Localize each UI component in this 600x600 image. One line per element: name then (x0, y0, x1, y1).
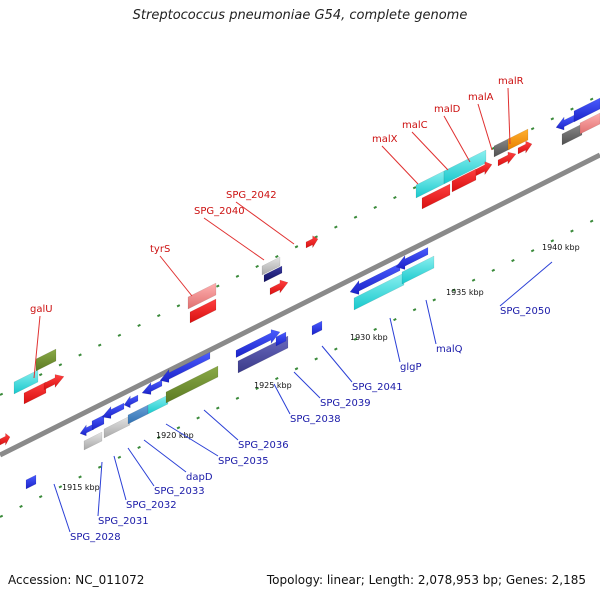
gene-galu-partner[interactable] (35, 348, 57, 372)
gene-spg2050-upper-2[interactable] (573, 97, 600, 123)
leader-line (273, 383, 291, 415)
gene-label[interactable]: malX (372, 134, 398, 145)
tick-label: 1930 kbp (350, 333, 388, 342)
genome-backbone (0, 152, 600, 458)
gene-mala-cds[interactable] (493, 137, 511, 158)
gene-label[interactable]: glgP (400, 362, 422, 373)
gene-label[interactable]: SPG_2028 (70, 532, 121, 543)
gene-label[interactable]: dapD (186, 472, 213, 483)
gene-malr-rna[interactable] (517, 140, 533, 155)
tick-label: 1935 kbp (446, 288, 484, 297)
map-title: Streptococcus pneumoniae G54, complete g… (132, 8, 468, 23)
gene-label[interactable]: SPG_2040 (194, 206, 245, 217)
leader-line (477, 103, 493, 151)
gene-spg2041-marker[interactable] (311, 320, 323, 336)
leader-line (203, 409, 239, 441)
gene-label[interactable]: malR (498, 76, 524, 87)
leader-line (499, 261, 553, 307)
gene-label[interactable]: SPG_2031 (98, 516, 149, 527)
guide-row-upper (0, 94, 600, 396)
gene-dapd-cds[interactable] (127, 404, 149, 425)
gene-spg2040-grey[interactable] (261, 256, 281, 276)
gene-spg2050-dark[interactable] (561, 123, 583, 146)
tick-label: 1920 kbp (156, 431, 194, 440)
tick-label: 1940 kbp (542, 243, 580, 252)
gene-spg2035-cds[interactable] (147, 394, 169, 415)
gene-malx-rna[interactable] (421, 183, 451, 210)
leader-line (293, 371, 321, 399)
genome-summary-text: Topology: linear; Length: 2,078,953 bp; … (266, 573, 586, 587)
gene-galu-cds[interactable] (13, 369, 39, 395)
gene-tyrs-cds[interactable] (187, 282, 217, 310)
gene-spg2040-navy[interactable] (263, 265, 283, 283)
gene-spg2031-grey[interactable] (83, 431, 103, 451)
leader-line (113, 455, 127, 501)
gene-label[interactable]: tyrS (150, 244, 170, 255)
gene-label[interactable]: malA (468, 92, 494, 103)
gene-label[interactable]: SPG_2032 (126, 500, 177, 511)
gene-spg2039-cds[interactable] (237, 335, 289, 374)
accession-text: Accession: NC_011072 (8, 573, 145, 587)
gene-glgp-cds-2[interactable] (395, 246, 429, 270)
gene-tyrs-rna[interactable] (189, 298, 217, 324)
gene-malq-cds[interactable] (353, 272, 405, 311)
gene-malr-cds[interactable] (507, 128, 529, 151)
gene-galu-rna[interactable] (23, 381, 47, 405)
gene-spg2038-marker[interactable] (275, 331, 287, 347)
gene-label[interactable]: SPG_2039 (320, 398, 371, 409)
gene-label[interactable]: SPG_2035 (218, 456, 269, 467)
gene-label[interactable]: SPG_2041 (352, 382, 403, 393)
gene-spg2028-marker[interactable] (25, 474, 37, 490)
gene-spg2050-pink[interactable] (579, 112, 600, 135)
gene-spg2042-rna[interactable] (305, 235, 319, 249)
gene-label[interactable]: malC (402, 120, 428, 131)
tick-label: 1915 kbp (62, 483, 100, 492)
tick-label: 1925 kbp (254, 381, 292, 390)
leader-line (235, 201, 295, 245)
leader-line (159, 255, 193, 297)
gene-label[interactable]: SPG_2038 (290, 414, 341, 425)
gene-spg2050-upper[interactable] (555, 114, 575, 131)
gene-label[interactable]: SPG_2033 (154, 486, 205, 497)
gene-label[interactable]: galU (30, 304, 53, 315)
gene-mald-rna[interactable] (475, 161, 493, 177)
leader-line (127, 447, 155, 487)
gene-spg2032-grey[interactable] (103, 415, 131, 439)
gene-spg2033-cds[interactable] (141, 379, 163, 395)
gene-malq-cds-2[interactable] (401, 255, 435, 285)
leader-line (143, 439, 187, 473)
leader-line (33, 315, 41, 379)
gene-label[interactable]: malD (434, 104, 461, 115)
leader-line (53, 483, 71, 533)
gene-label[interactable]: SPG_2042 (226, 190, 277, 201)
gene-mala-rna[interactable] (497, 151, 517, 167)
gene-spg2028-b[interactable] (91, 414, 105, 431)
gene-spg2040-rna[interactable] (269, 279, 289, 296)
leader-line (411, 131, 449, 171)
gene-spg2036-olive[interactable] (165, 365, 219, 404)
gene-spg2031-cds[interactable] (101, 402, 125, 419)
guide-row-lower (0, 216, 600, 518)
leader-line (381, 145, 419, 185)
gene-spg2036-cds[interactable] (159, 351, 211, 383)
gene-label[interactable]: malQ (436, 344, 463, 355)
gene-spg2032-cds[interactable] (123, 394, 139, 409)
gene-galu-rna-2[interactable] (43, 374, 65, 391)
leader-line (321, 345, 353, 383)
gene-label[interactable]: SPG_2050 (500, 306, 551, 317)
leader-line (425, 299, 437, 345)
gene-edge-red[interactable] (0, 432, 11, 446)
leader-line (165, 423, 219, 457)
leader-line (203, 217, 265, 261)
gene-malc-rna[interactable] (451, 168, 477, 193)
gene-label[interactable]: SPG_2036 (238, 440, 289, 451)
leader-line (507, 87, 511, 145)
leader-line (389, 317, 401, 363)
leader-line (443, 115, 471, 163)
gene-spg2038-cds[interactable] (235, 329, 281, 359)
leader-line (97, 461, 103, 517)
